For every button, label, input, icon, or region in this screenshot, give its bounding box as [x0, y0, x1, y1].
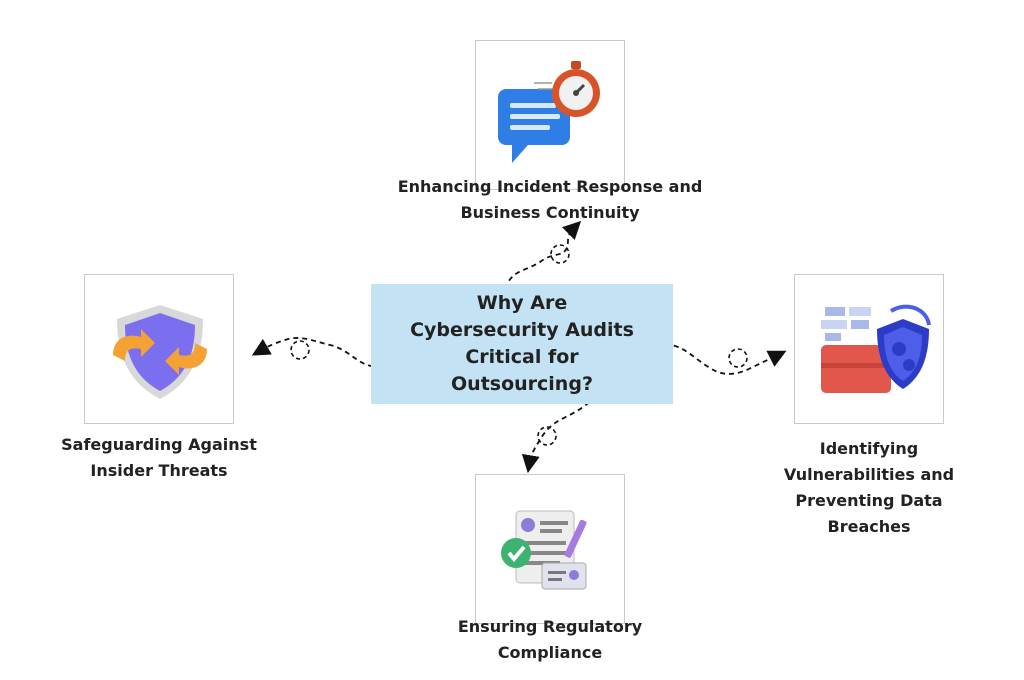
connector-bottom-loop — [537, 426, 557, 446]
label-incident-response: Enhancing Incident Response and Business… — [397, 177, 703, 222]
chat-stopwatch-icon — [498, 61, 600, 163]
connector-top — [504, 220, 582, 299]
card-vulnerabilities — [794, 274, 944, 424]
connector-bottom — [521, 387, 601, 474]
connector-right — [655, 343, 787, 375]
label-vulnerabilities: Identifying Vulnerabilities and Preventi… — [783, 439, 955, 536]
connector-left-loop — [290, 340, 310, 360]
connector-left — [251, 337, 383, 368]
shield-arrows-icon — [113, 305, 207, 399]
connector-right-loop — [728, 348, 748, 368]
center-topic-title: Why Are Cybersecurity Audits Critical fo… — [410, 292, 634, 395]
card-incident-response — [475, 40, 625, 190]
label-insider-threats: Safeguarding Against Insider Threats — [61, 435, 257, 480]
label-regulatory-compliance: Ensuring Regulatory Compliance — [457, 617, 643, 662]
document-check-icon — [501, 510, 587, 590]
card-regulatory-compliance — [475, 474, 625, 624]
center-topic-box: Why Are Cybersecurity Audits Critical fo… — [371, 284, 673, 404]
card-insider-threats — [84, 274, 234, 424]
toolbox-shield-icon — [821, 304, 931, 393]
connector-top-loop — [550, 244, 570, 264]
